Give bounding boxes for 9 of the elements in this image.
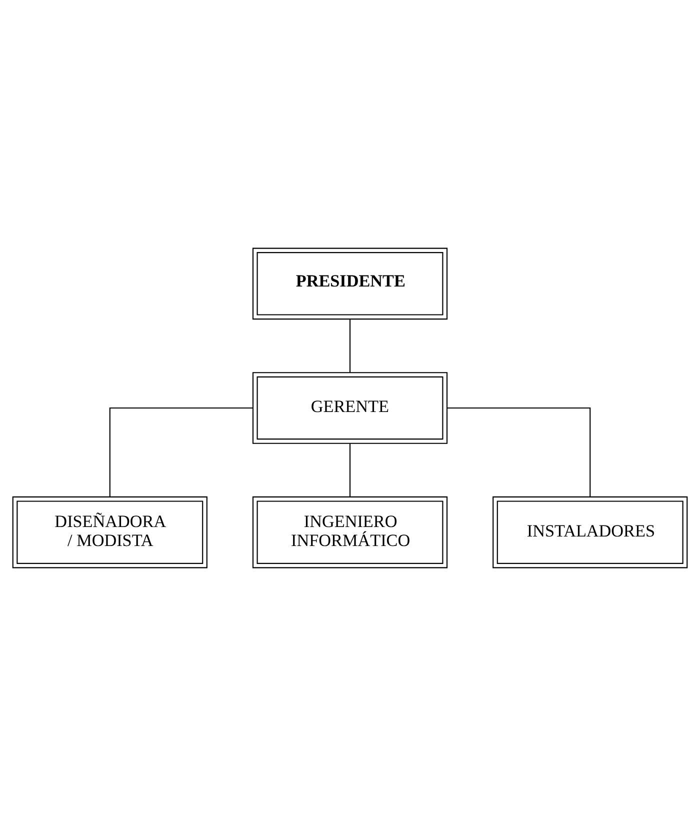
node-box: INSTALADORES <box>492 496 688 568</box>
node-box: DISEÑADORA / MODISTA <box>12 496 208 568</box>
connector <box>447 406 591 496</box>
node-box: PRESIDENTE <box>252 247 448 320</box>
connector <box>349 318 351 372</box>
connector <box>349 443 351 496</box>
node-box: INGENIERO INFORMÁTICO <box>252 496 448 568</box>
connector <box>109 406 253 496</box>
node-box: GERENTE <box>252 372 448 444</box>
